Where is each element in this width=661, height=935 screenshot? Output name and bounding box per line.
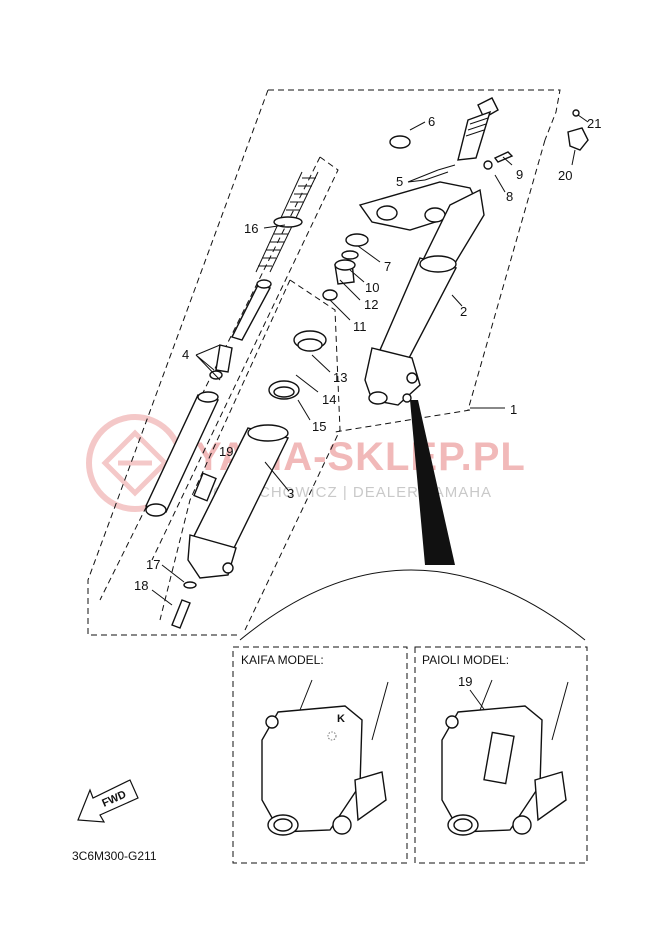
paioli-callout-19: 19 [458, 674, 472, 689]
spring-and-rod-part [209, 171, 319, 380]
callout-11: 11 [353, 319, 367, 334]
callout-2: 2 [460, 304, 467, 319]
callout-9: 9 [516, 167, 523, 182]
callout-21: 21 [587, 116, 601, 131]
callout-14: 14 [322, 392, 336, 407]
bolt-part [171, 581, 197, 629]
fwd-arrow-icon: FWD [77, 779, 139, 823]
callout-labels: 1 2 3 4 5 6 7 8 9 10 11 12 13 14 15 16 1… [134, 114, 601, 593]
leader-lines [151, 114, 589, 606]
callout-1: 1 [510, 402, 517, 417]
dashed-group-outline [87, 89, 561, 636]
detail-box-paioli: PAIOLI MODEL: 19 [414, 646, 588, 864]
detail-pointer [410, 400, 455, 565]
callout-12: 12 [364, 297, 378, 312]
outer-tube-part [187, 424, 290, 579]
drawing-code: 3C6M300-G211 [72, 849, 157, 863]
callout-16: 16 [244, 221, 258, 236]
kaifa-mark: K [337, 713, 345, 725]
callout-4: 4 [182, 347, 189, 362]
callout-3: 3 [287, 486, 294, 501]
marking-icon [327, 731, 337, 741]
inner-tube-part [145, 391, 219, 517]
callout-18: 18 [134, 578, 148, 593]
detail-arc [239, 569, 586, 641]
callout-7: 7 [384, 259, 391, 274]
callout-19: 19 [219, 444, 233, 459]
detail-box-kaifa: KAIFA MODEL: K [232, 646, 408, 864]
callout-8: 8 [506, 189, 513, 204]
seal-parts [268, 330, 327, 400]
steering-stem-part [358, 97, 499, 406]
callout-20: 20 [558, 168, 572, 183]
callout-5: 5 [396, 174, 403, 189]
callout-13: 13 [333, 370, 347, 385]
callout-10: 10 [365, 280, 379, 295]
kaifa-model-title: KAIFA MODEL: [241, 653, 324, 667]
callout-17: 17 [146, 557, 160, 572]
paioli-model-title: PAIOLI MODEL: [422, 653, 509, 667]
small-parts [322, 109, 589, 301]
callout-15: 15 [312, 419, 326, 434]
watermark-sub-text: WO CIECHOWICZ | DEALER YAMAHA [198, 484, 492, 501]
callout-6: 6 [428, 114, 435, 129]
